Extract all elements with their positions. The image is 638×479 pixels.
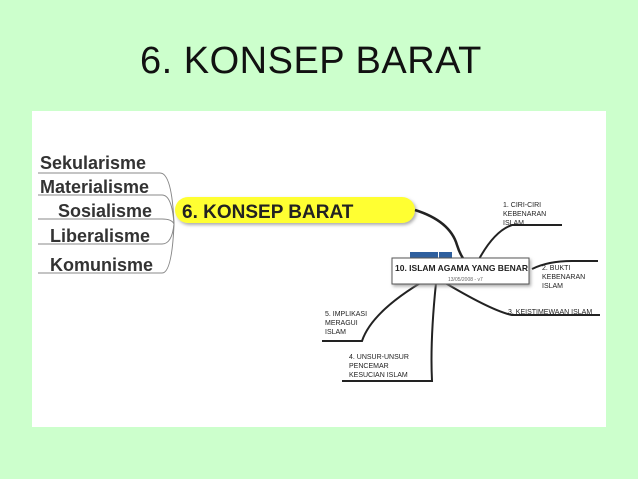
branch-4-line-1: 4. UNSUR-UNSUR <box>349 354 409 361</box>
branch-sosialisme: Sosialisme <box>58 201 152 221</box>
mindmap-diagram: Sekularisme Materialisme Sosialisme Libe… <box>38 153 600 382</box>
right-connectors <box>322 208 600 382</box>
branch-5-line-2: MERAGUI <box>325 320 358 327</box>
branch-2-line-1: 2. BUKTI <box>542 265 570 272</box>
center-node-title: 10. ISLAM AGAMA YANG BENAR <box>395 263 528 273</box>
branch-5-line-1: 5. IMPLIKASI <box>325 311 367 318</box>
center-node-date: 13/05/2008 - v7 <box>448 277 483 283</box>
branch-5-line-3: ISLAM <box>325 329 346 336</box>
branch-1-line-2: KEBENARAN <box>503 211 546 218</box>
branch-1-line-1: 1. CIRI-CIRI <box>503 202 541 209</box>
branch-1-line-3: ISLAM <box>503 220 524 227</box>
slide-title: 6. KONSEP BARAT <box>140 40 482 82</box>
main-node-label: 6. KONSEP BARAT <box>182 202 354 223</box>
branch-3-line-1: 3. KEISTIMEWAAN ISLAM <box>508 309 592 316</box>
center-node: 10. ISLAM AGAMA YANG BENAR 13/05/2008 - … <box>391 252 530 285</box>
mindmap-panel: Sekularisme Materialisme Sosialisme Libe… <box>32 111 606 427</box>
branch-liberalisme: Liberalisme <box>50 226 150 246</box>
branch-4-line-3: KESUCIAN ISLAM <box>349 372 408 379</box>
branch-4-line-2: PENCEMAR <box>349 363 389 370</box>
branch-2-line-2: KEBENARAN <box>542 274 585 281</box>
branch-komunisme: Komunisme <box>50 255 153 275</box>
branch-2-line-3: ISLAM <box>542 283 563 290</box>
branch-sekularisme: Sekularisme <box>40 153 146 173</box>
branch-materialisme: Materialisme <box>40 177 149 197</box>
left-connectors <box>38 172 175 274</box>
main-node: 6. KONSEP BARAT <box>175 197 415 223</box>
